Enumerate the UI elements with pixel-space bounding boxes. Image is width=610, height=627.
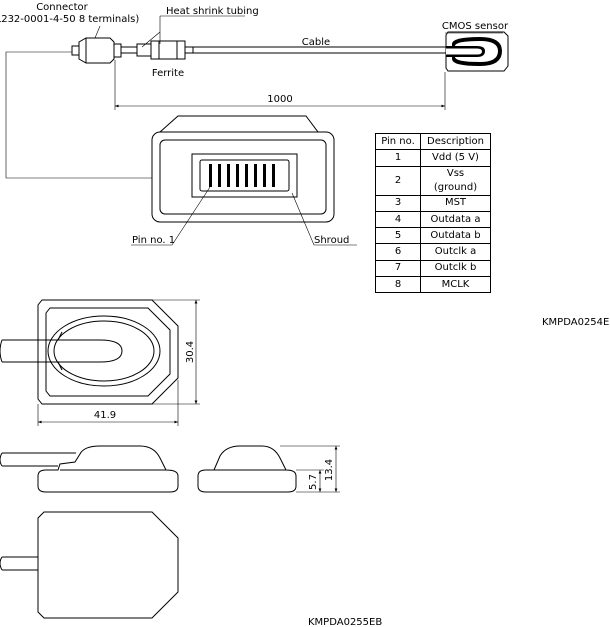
sensor-top-view: 41.9 30.4	[0, 299, 200, 426]
drawing-code-top: KMPDA0254EB	[542, 317, 610, 328]
connector-plug	[71, 37, 122, 64]
pin-table-header-description: Description	[420, 132, 491, 151]
connector-face-view: Pin no. 1 Shroud	[131, 115, 357, 246]
cable-length-label: 1000	[267, 94, 292, 105]
table-row: 5 Outdata b	[375, 227, 491, 245]
sensor-bottom-view	[0, 511, 179, 619]
heat-shrink-leader-diag	[141, 31, 161, 48]
connector-leader	[94, 25, 101, 39]
heat-shrink-label: Heat shrink tubing	[166, 6, 259, 17]
pin-description: Vdd (5 V)	[420, 149, 491, 167]
table-row: 6 Outclk a	[375, 243, 491, 261]
table-row: 1 Vdd (5 V)	[375, 149, 491, 167]
pin-number: 2	[375, 165, 421, 196]
pin-number: 7	[375, 259, 421, 278]
connector-view-leader	[5, 51, 152, 179]
drawing-code-bottom: KMPDA0255EB	[308, 617, 382, 627]
table-row: 7 Outclk b	[375, 259, 491, 278]
thickness-base-dimension: 5.7	[308, 474, 319, 490]
shroud-leader	[291, 192, 357, 246]
pin-description: Outclk a	[420, 243, 491, 261]
pin-number: 3	[375, 194, 421, 212]
pin-no-1-label: Pin no. 1	[132, 235, 175, 246]
thickness-total-dimension: 13.4	[324, 459, 335, 481]
pin-description: Outdata b	[420, 227, 491, 245]
width-dimension: 41.9	[94, 410, 116, 421]
pin-description: MST	[420, 194, 491, 212]
sensor-side-view-right: 13.4 5.7	[197, 445, 340, 493]
connector-part-label: (CL232-0001-4-50 8 terminals)	[0, 14, 139, 25]
shroud-label: Shroud	[314, 235, 349, 246]
connector-pins	[209, 164, 275, 187]
cmos-sensor-small	[445, 31, 509, 72]
table-row: 4 Outdata a	[375, 210, 491, 229]
ferrite-label: Ferrite	[152, 68, 184, 79]
pin-number: 4	[375, 210, 421, 229]
table-row: 8 MCLK	[375, 276, 491, 294]
pin1-leader	[131, 186, 211, 246]
pin-number: 6	[375, 243, 421, 261]
cable	[193, 46, 446, 54]
pin-table: Pin no. Description 1 Vdd (5 V) 2 Vss (g…	[375, 132, 491, 294]
pin-table-header-pin: Pin no.	[375, 132, 421, 151]
sensor-side-view-left	[0, 445, 179, 493]
pin-number: 8	[375, 276, 421, 294]
heat-shrink-and-ferrite	[120, 40, 194, 60]
pin-description: Vss (ground)	[420, 165, 491, 196]
cmos-sensor-label: CMOS sensor	[442, 21, 509, 32]
table-row: 3 MST	[375, 194, 491, 212]
connector-label: Connector	[36, 2, 88, 13]
table-row: 2 Vss (ground)	[375, 165, 491, 196]
pin-table-header: Pin no. Description	[375, 132, 491, 151]
pin-description: Outclk b	[420, 259, 491, 278]
cable-assembly: Connector (CL232-0001-4-50 8 terminals) …	[0, 2, 509, 179]
pin-number: 5	[375, 227, 421, 245]
pin-description: Outdata a	[420, 210, 491, 229]
cable-label: Cable	[302, 37, 330, 48]
height-dimension: 30.4	[185, 341, 196, 363]
pin-number: 1	[375, 149, 421, 167]
pin-description: MCLK	[420, 276, 491, 294]
cable-length-dimension: 1000	[114, 60, 446, 110]
